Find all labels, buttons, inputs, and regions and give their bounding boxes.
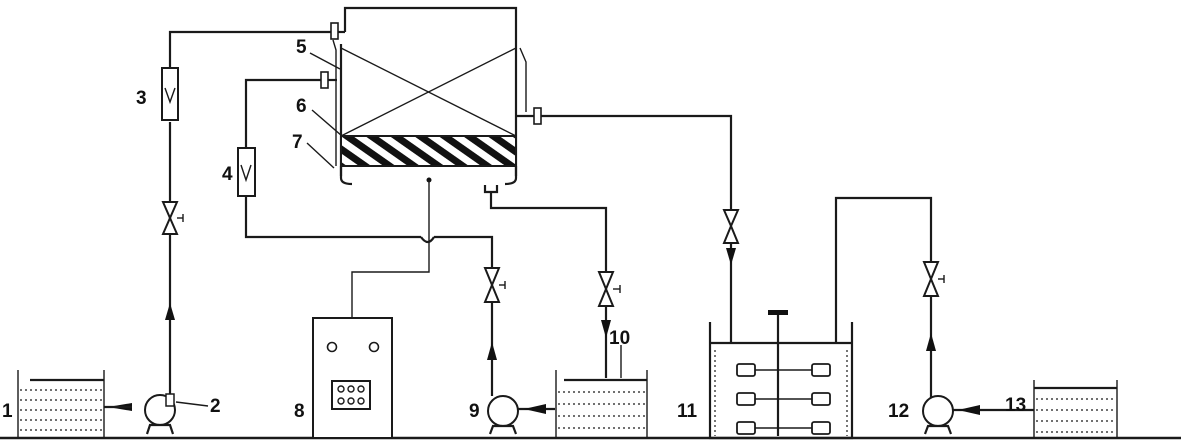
- sensor-wire-8: [351, 177, 432, 318]
- label-13: 13: [1005, 395, 1026, 416]
- label-1: 1: [2, 401, 13, 422]
- controller-8: [312, 317, 393, 439]
- label-9: 9: [469, 401, 480, 422]
- label-2: 2: [210, 396, 221, 417]
- label-3: 3: [136, 88, 147, 109]
- label-7: 7: [292, 132, 303, 153]
- pump-2: [104, 393, 176, 435]
- reactor: [332, 6, 542, 202]
- label-10: 10: [609, 328, 630, 349]
- feed-tank-1: [17, 370, 105, 439]
- tank-10: [489, 202, 648, 439]
- line-pump-9: [483, 267, 555, 435]
- label-6: 6: [296, 96, 307, 117]
- feed-line-1: [161, 22, 345, 394]
- line-pump-12: [834, 196, 1034, 435]
- recycle-line-4: [237, 71, 494, 268]
- stirred-tank-11: [708, 310, 854, 440]
- label-8: 8: [294, 401, 305, 422]
- leader-lines: [175, 52, 622, 407]
- label-11: 11: [677, 401, 698, 422]
- label-4: 4: [222, 164, 233, 185]
- outlet-line-11: [541, 114, 740, 342]
- label-5: 5: [296, 37, 307, 58]
- tank-13: [1033, 380, 1118, 439]
- label-12: 12: [888, 401, 909, 422]
